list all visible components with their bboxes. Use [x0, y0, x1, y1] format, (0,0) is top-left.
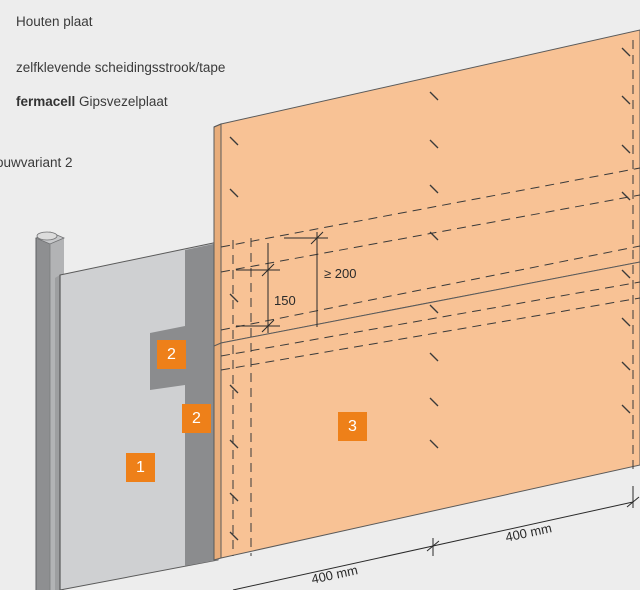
- legend-item-tape: zelfklevende scheidingsstrook/tape: [16, 60, 226, 75]
- dimension-200: ≥ 200: [324, 266, 357, 281]
- screw-marks: [229, 47, 631, 541]
- callout-3: 3: [338, 412, 367, 441]
- callout-1: 1: [126, 453, 155, 482]
- legend-item-houten-plaat: Houten plaat: [16, 14, 93, 29]
- legend-item-gipsvezelplaat: fermacell Gipsvezelplaat: [16, 94, 168, 109]
- callout-2-tape-edge: 2: [182, 404, 211, 433]
- dimension-150: 150: [274, 293, 296, 308]
- hidden-lines: [220, 40, 640, 556]
- dimension-lines: [232, 231, 640, 590]
- gypsum-board: [213, 29, 640, 561]
- callout-2-tape-upper: 2: [157, 340, 186, 369]
- product-name: Gipsvezelplaat: [75, 94, 168, 109]
- variant-label: ouwvariant 2: [0, 155, 73, 170]
- brand-name: fermacell: [16, 94, 76, 109]
